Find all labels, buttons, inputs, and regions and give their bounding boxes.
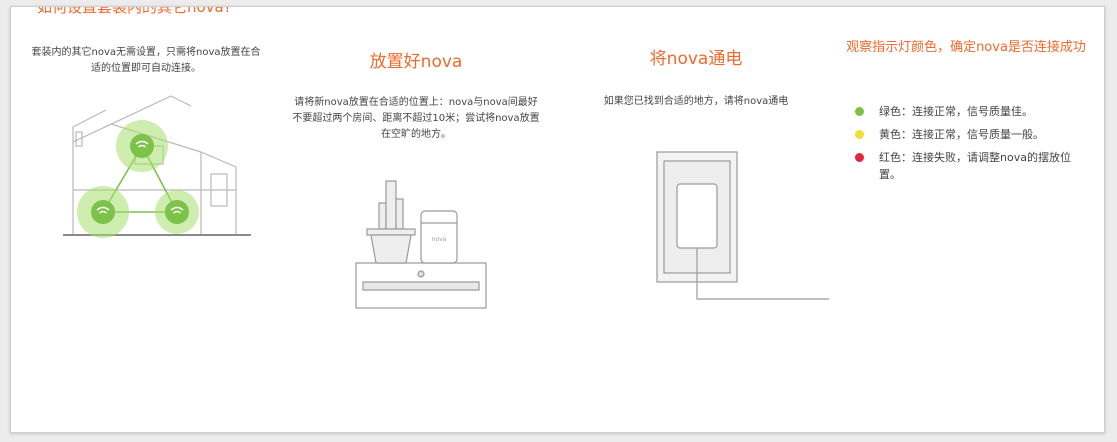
red-dot-icon [855, 153, 864, 162]
shelf-cactus-router-illustration: nova [355, 180, 487, 309]
step-1-description: 套装内的其它nova无需设置，只需将nova放置在合适的位置即可自动连接。 [31, 47, 261, 74]
status-item-green: 绿色：连接正常，信号质量佳。 [855, 103, 1085, 120]
status-item-yellow: 黄色：连接正常，信号质量一般。 [855, 126, 1085, 143]
step-4-title: 观察指示灯颜色，确定nova是否连接成功 [846, 40, 1086, 55]
house-mesh-illustration [63, 95, 251, 238]
status-text: 绿色：连接正常，信号质量佳。 [879, 105, 1033, 118]
yellow-dot-icon [855, 130, 864, 139]
status-item-red: 红色：连接失败，请调整nova的摆放位置。 [855, 149, 1085, 183]
step-2-title: 放置好nova [369, 52, 463, 72]
step-3-description: 如果您已找到合适的地方，请将nova通电 [603, 96, 789, 107]
router-label: nova [432, 236, 447, 243]
status-text: 黄色：连接正常，信号质量一般。 [879, 128, 1044, 141]
step-2-description: 请将新nova放置在合适的位置上：nova与nova间最好不要超过两个房间、距离… [292, 97, 540, 140]
indicator-status-list: 绿色：连接正常，信号质量佳。 黄色：连接正常，信号质量一般。 红色：连接失败，请… [855, 103, 1085, 189]
power-outlet-illustration [656, 151, 829, 300]
green-dot-icon [855, 107, 864, 116]
status-text: 红色：连接失败，请调整nova的摆放位置。 [879, 151, 1071, 181]
step-1-title: 如何设置套装内的其它nova? [37, 6, 232, 16]
setup-guide-card: 如何设置套装内的其它nova? 套装内的其它nova无需设置，只需将nova放置… [10, 6, 1105, 433]
step-3-title: 将nova通电 [649, 49, 743, 69]
